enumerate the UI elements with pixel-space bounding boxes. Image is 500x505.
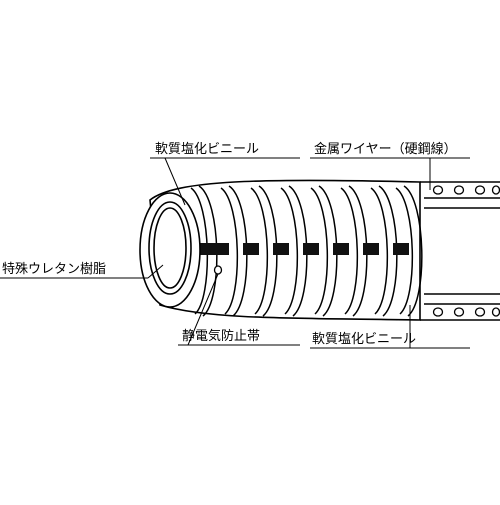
coil-loop bbox=[403, 185, 423, 317]
antistatic-band bbox=[200, 243, 409, 255]
lower-wall bbox=[424, 293, 500, 305]
label-urethane: 特殊ウレタン樹脂 bbox=[2, 262, 106, 277]
coil-loop-inner bbox=[340, 187, 359, 315]
coil-loop-inner bbox=[310, 187, 329, 315]
upper-wall bbox=[424, 197, 500, 209]
antistatic-band-segment bbox=[393, 243, 409, 255]
label-wire: 金属ワイヤー（硬鋼線） bbox=[314, 141, 457, 157]
antistatic-band-segment bbox=[243, 243, 259, 255]
label-antistatic: 静電気防止帯 bbox=[182, 328, 260, 344]
antistatic-band-segment bbox=[303, 243, 319, 255]
coil-loop-inner bbox=[220, 187, 239, 315]
label-outer-pvc: 軟質塩化ビニール bbox=[155, 141, 259, 157]
label-inner-pvc: 軟質塩化ビニール bbox=[312, 331, 416, 347]
wire-end bbox=[213, 265, 223, 275]
cutaway-section bbox=[414, 181, 500, 321]
antistatic-band-segment bbox=[273, 243, 289, 255]
coil-loop-inner bbox=[370, 187, 389, 315]
coil-loop-inner bbox=[250, 187, 269, 315]
wire-sections bbox=[432, 185, 500, 317]
antistatic-band-segment bbox=[213, 243, 229, 255]
coil-loop-inner bbox=[395, 187, 414, 315]
leader-lines bbox=[0, 157, 470, 349]
hose-end-ring bbox=[139, 192, 201, 308]
antistatic-band-segment bbox=[200, 243, 214, 255]
antistatic-band-segment bbox=[333, 243, 349, 255]
antistatic-band-segment bbox=[363, 243, 379, 255]
coil-loop-inner bbox=[280, 187, 299, 315]
